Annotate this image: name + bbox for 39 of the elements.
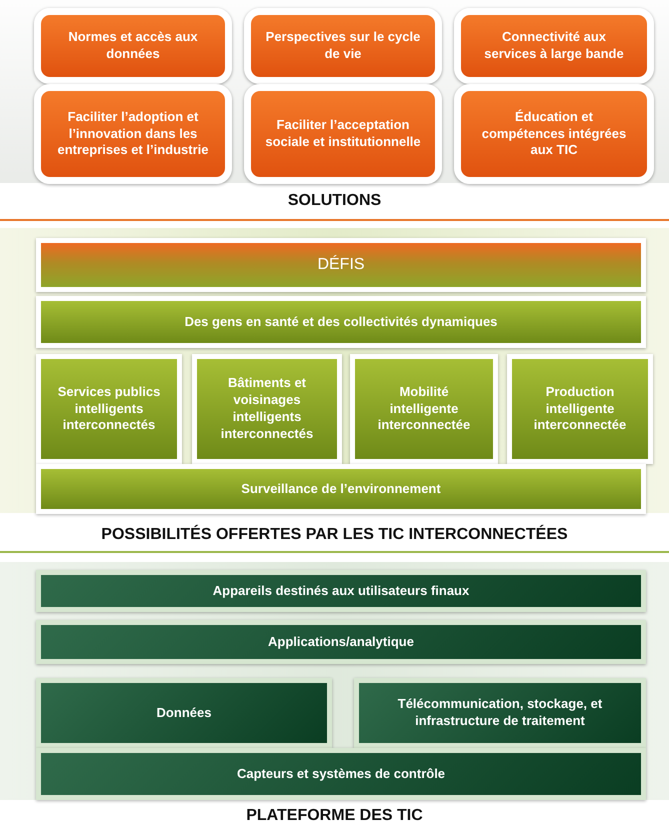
box-text: Services publics intelligents interconnectés (56, 384, 162, 434)
box-text: Surveillance de l’environnement (240, 480, 442, 498)
box-text: Production intelligente interconnectée (532, 384, 628, 434)
box-text: Perspectives sur le cycle de vie (264, 29, 422, 63)
opportunity-box (192, 354, 342, 464)
box-text: Télécommunication, stockage, et infrastructure de traitement (396, 696, 604, 730)
box-text: Faciliter l’acceptation sociale et institutionnelle (264, 117, 422, 151)
box-text: Applications/analytique (267, 634, 415, 650)
opportunity-box (36, 296, 646, 348)
solution-card (454, 84, 654, 184)
platform-layer (36, 748, 646, 800)
solution-card (34, 8, 232, 84)
solution-card (244, 8, 442, 84)
section-title: PLATEFORME DES TIC (245, 807, 424, 825)
challenge-banner (36, 238, 646, 292)
opportunity-box (36, 464, 646, 514)
box-text: Capteurs et systèmes de contrôle (236, 766, 446, 782)
solution-card (454, 8, 654, 84)
box-text: Éducation et compétences intégrées aux TIC (480, 108, 628, 160)
section-title: POSSIBILITÉS OFFERTES PAR LES TIC INTERCONNECTÉES (100, 526, 569, 544)
platform-layer (36, 570, 646, 612)
box-text: DÉFIS (316, 254, 366, 275)
solution-card (34, 84, 232, 184)
box-text: Mobilité intelligente interconnectée (376, 384, 472, 434)
opportunity-box (36, 354, 182, 464)
box-text: Des gens en santé et des collectivités dynamiques (184, 314, 498, 330)
box-text: Normes et accès aux données (67, 29, 199, 63)
box-text: Données (156, 704, 212, 722)
box-text: Appareils destinés aux utilisateurs finaux (212, 582, 470, 600)
opportunity-box (350, 354, 498, 464)
solution-card (244, 84, 442, 184)
box-text: Faciliter l’adoption et l’innovation dans les entreprises et l’industrie (56, 108, 210, 160)
platform-layer (354, 678, 646, 748)
section-title: SOLUTIONS (286, 192, 382, 210)
box-text: Connectivité aux services à large bande (483, 29, 625, 63)
box-text: Bâtiments et voisinages intelligents interconnectés (220, 375, 314, 443)
platform-layer (36, 620, 646, 664)
opportunity-box (507, 354, 653, 464)
platform-layer (36, 678, 332, 748)
